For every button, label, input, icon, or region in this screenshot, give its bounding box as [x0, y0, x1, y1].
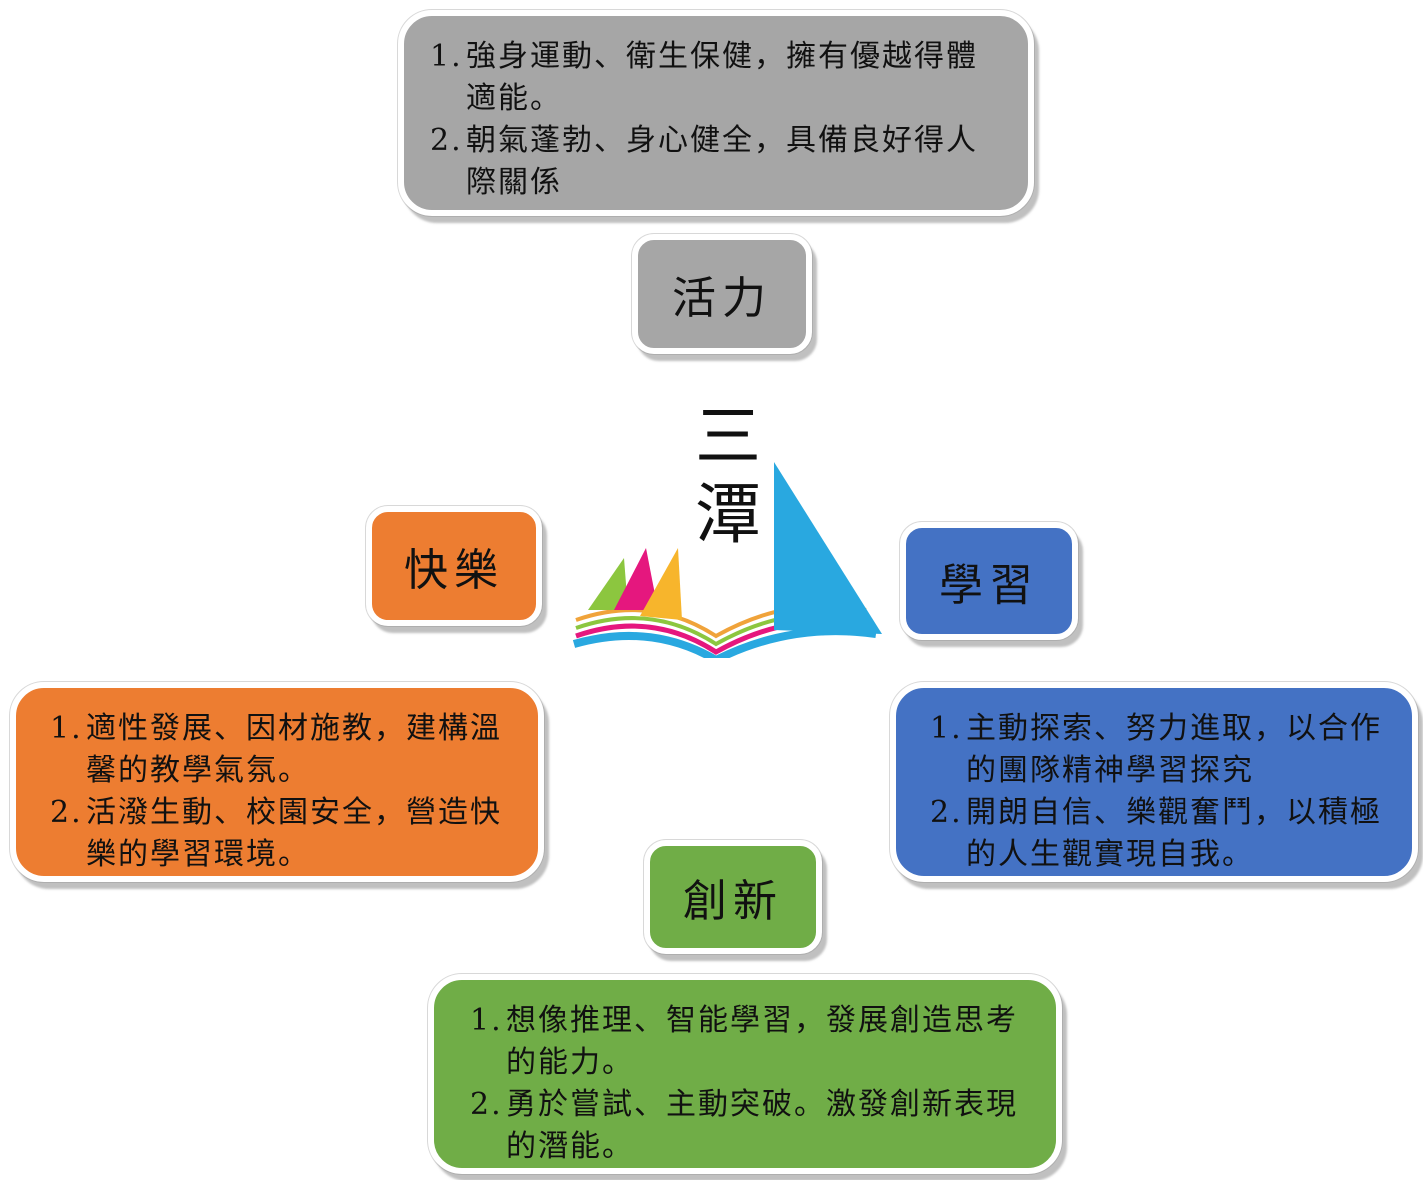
learning-item-1-text: 主動探索、努力進取，以合作的團隊精神學習探究 — [966, 711, 1382, 788]
learning-label: 學習 — [939, 560, 1039, 611]
happiness-item-1-number: 1. — [50, 711, 83, 746]
happiness-item-2-number: 2. — [50, 795, 83, 830]
learning-item-2: 2. 開朗自信、樂觀奮鬥，以積極的人生觀實現自我。 — [930, 792, 1388, 876]
innovation-item-2: 2. 勇於嘗試、主動突破。激發創新表現的潛能。 — [470, 1084, 1032, 1168]
happiness-label: 快樂 — [404, 545, 504, 596]
vitality-item-1-text: 強身運動、衛生保健，擁有優越得體適能。 — [466, 39, 978, 116]
innovation-label-box: 創新 — [644, 840, 822, 954]
vitality-label-box: 活力 — [632, 234, 812, 354]
vitality-item-1: 1. 強身運動、衛生保健，擁有優越得體適能。 — [430, 36, 1002, 120]
logo-title-line-2: 潭 — [695, 476, 761, 553]
happiness-item-2: 2. 活潑生動、校園安全，營造快樂的學習環境。 — [50, 792, 508, 876]
logo-sail-pink — [614, 548, 658, 610]
learning-item-2-number: 2. — [930, 795, 963, 830]
vitality-item-2: 2. 朝氣蓬勃、身心健全，具備良好得人際關係 — [430, 120, 1002, 204]
learning-item-2-text: 開朗自信、樂觀奮鬥，以積極的人生觀實現自我。 — [966, 795, 1382, 872]
innovation-description-box: 1. 想像推理、智能學習，發展創造思考的能力。 2. 勇於嘗試、主動突破。激發創… — [428, 974, 1062, 1174]
happiness-item-1-text: 適性發展、因材施教，建構溫馨的教學氣氛。 — [86, 711, 502, 788]
learning-label-box: 學習 — [900, 522, 1078, 640]
logo-title-line-1: 三 — [695, 398, 761, 475]
vitality-label: 活力 — [672, 273, 772, 324]
logo-sail-blue — [774, 462, 882, 634]
learning-item-1: 1. 主動探索、努力進取，以合作的團隊精神學習探究 — [930, 708, 1388, 792]
happiness-description-box: 1. 適性發展、因材施教，建構溫馨的教學氣氛。 2. 活潑生動、校園安全，營造快… — [10, 682, 544, 882]
happiness-item-2-text: 活潑生動、校園安全，營造快樂的學習環境。 — [86, 795, 502, 872]
innovation-label: 創新 — [683, 876, 783, 927]
vitality-item-2-text: 朝氣蓬勃、身心健全，具備良好得人際關係 — [466, 123, 978, 200]
innovation-item-2-text: 勇於嘗試、主動突破。激發創新表現的潛能。 — [506, 1087, 1018, 1164]
vitality-item-2-number: 2. — [430, 123, 463, 158]
learning-item-1-number: 1. — [930, 711, 963, 746]
happiness-item-1: 1. 適性發展、因材施教，建構溫馨的教學氣氛。 — [50, 708, 508, 792]
innovation-item-2-number: 2. — [470, 1087, 503, 1122]
innovation-item-1: 1. 想像推理、智能學習，發展創造思考的能力。 — [470, 1000, 1032, 1084]
innovation-item-1-text: 想像推理、智能學習，發展創造思考的能力。 — [506, 1003, 1018, 1080]
school-logo — [572, 462, 882, 658]
logo-title: 三 潭 — [692, 398, 764, 554]
learning-description-box: 1. 主動探索、努力進取，以合作的團隊精神學習探究 2. 開朗自信、樂觀奮鬥，以… — [890, 682, 1418, 882]
logo-sail-green — [588, 558, 628, 610]
vitality-description-box: 1. 強身運動、衛生保健，擁有優越得體適能。 2. 朝氣蓬勃、身心健全，具備良好… — [398, 10, 1034, 216]
innovation-item-1-number: 1. — [470, 1003, 503, 1038]
logo-sail-orange — [640, 548, 682, 620]
vitality-item-1-number: 1. — [430, 39, 463, 74]
happiness-label-box: 快樂 — [366, 506, 542, 626]
